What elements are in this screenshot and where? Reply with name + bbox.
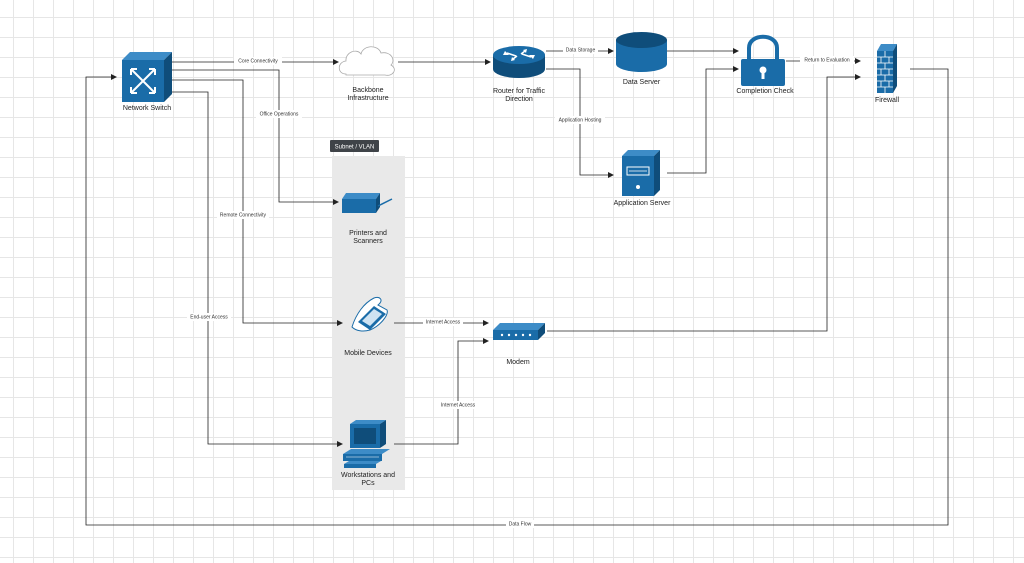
edge-label-inet2: Internet Access xyxy=(441,403,476,409)
router-label-line1: Router for Traffic xyxy=(493,88,546,95)
node-mobile-devices[interactable]: Mobile Devices xyxy=(344,297,392,357)
workstation-label-line1: Workstations and xyxy=(341,472,395,479)
connectors xyxy=(85,48,949,526)
node-modem[interactable]: Modem xyxy=(493,323,545,366)
switch-icon xyxy=(122,52,172,102)
workstation-icon xyxy=(343,420,390,468)
edge-label-core: Core Connectivity xyxy=(238,59,278,65)
subnet-group-title: Subnet / VLAN xyxy=(335,145,375,151)
subnet-group-title-bg xyxy=(330,140,379,152)
node-application-server[interactable]: Application Server xyxy=(614,150,671,207)
switch-label: Network Switch xyxy=(123,105,171,112)
router-label-line2: Direction xyxy=(505,96,533,103)
edge-label-office: Office Operations xyxy=(260,112,299,118)
workstation-label-line2: PCs xyxy=(361,480,375,487)
modem-icon xyxy=(493,323,545,340)
edge-label-apphost: Application Hosting xyxy=(559,118,602,124)
firewall-label: Firewall xyxy=(875,97,900,104)
edge-office[interactable] xyxy=(172,69,339,205)
node-completion-check[interactable]: Completion Check xyxy=(736,34,794,95)
lock-label: Completion Check xyxy=(736,88,794,95)
node-router[interactable]: Router for Traffic Direction xyxy=(493,46,546,103)
edge-modem-firewall[interactable] xyxy=(547,74,861,332)
edge-inet2[interactable] xyxy=(394,338,489,445)
edge-labels: Core Connectivity Office Operations Remo… xyxy=(187,46,854,528)
router-icon xyxy=(493,46,545,78)
appserver-label: Application Server xyxy=(614,200,671,207)
cloud-label-line2: Infrastructure xyxy=(347,95,388,102)
printers-label-line2: Scanners xyxy=(353,238,383,245)
modem-label: Modem xyxy=(506,359,530,366)
firewall-icon xyxy=(877,44,897,93)
edge-remote[interactable] xyxy=(172,79,343,326)
edge-label-storage: Data Storage xyxy=(566,48,596,54)
database-icon xyxy=(616,32,667,72)
edge-label-eval: Return to Evaluation xyxy=(804,58,850,64)
node-data-server[interactable]: Data Server xyxy=(616,32,667,86)
node-workstations[interactable]: Workstations and PCs xyxy=(341,420,395,487)
dataserver-label: Data Server xyxy=(623,79,661,86)
server-icon xyxy=(622,150,660,196)
node-network-switch[interactable]: Network Switch xyxy=(122,52,172,112)
lock-icon xyxy=(741,34,785,86)
edge-label-enduser: End-user Access xyxy=(190,315,228,321)
edge-label-remote: Remote Connectivity xyxy=(220,213,267,219)
node-printers-scanners[interactable]: Printers and Scanners xyxy=(342,193,393,245)
mobile-device-icon xyxy=(351,297,388,332)
cloud-icon xyxy=(338,46,395,76)
edge-flow[interactable] xyxy=(85,68,949,526)
edge-label-inet1: Internet Access xyxy=(426,320,461,326)
edge-app-lock[interactable] xyxy=(667,66,739,174)
node-backbone-infrastructure[interactable]: Backbone Infrastructure xyxy=(338,46,395,102)
edge-enduser[interactable] xyxy=(172,91,343,447)
printers-label-line1: Printers and xyxy=(349,230,387,237)
mobile-label: Mobile Devices xyxy=(344,350,392,357)
cloud-label-line1: Backbone xyxy=(352,87,383,94)
printer-icon xyxy=(342,193,393,213)
edge-label-flow: Data Flow xyxy=(509,522,532,528)
node-firewall[interactable]: Firewall xyxy=(875,44,900,104)
